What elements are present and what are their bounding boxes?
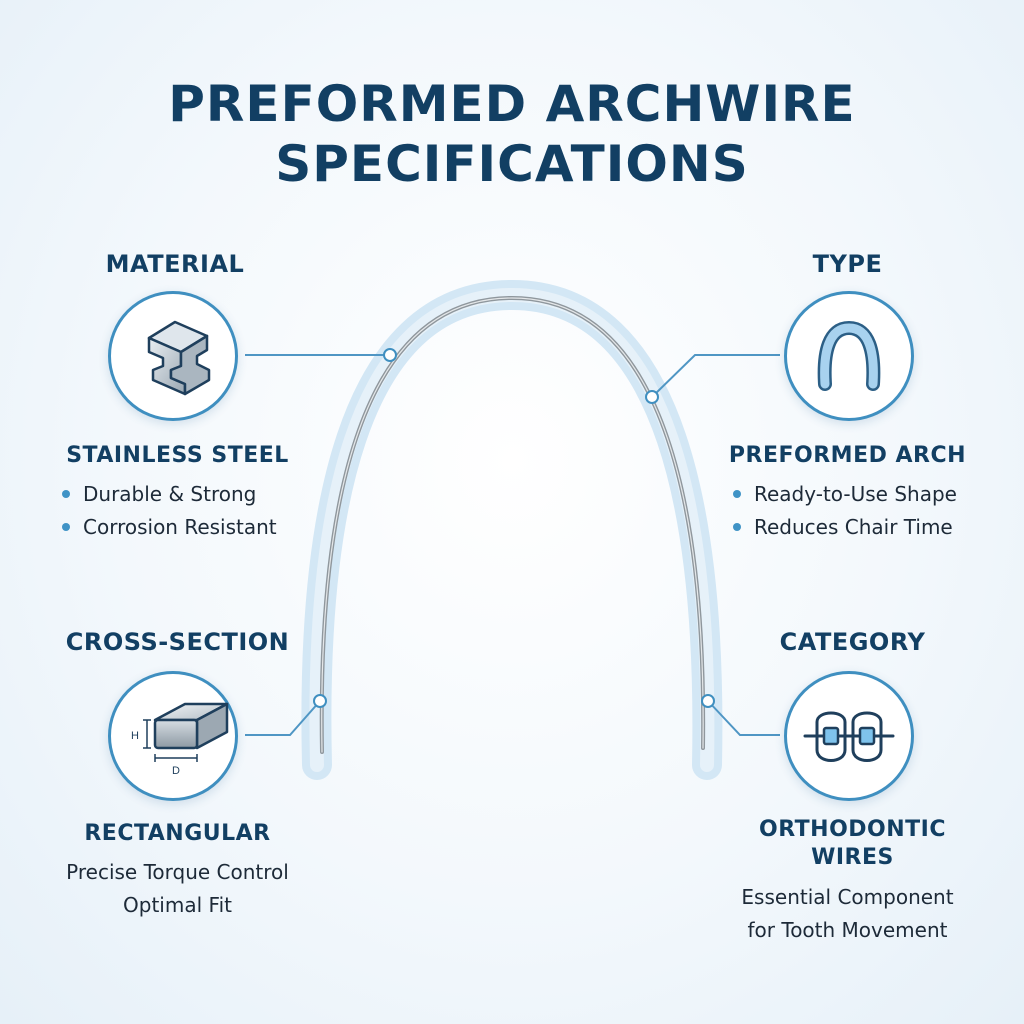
list-item: Durable & Strong xyxy=(62,478,277,511)
connector-category xyxy=(707,700,780,736)
node-category xyxy=(701,694,715,708)
node-material xyxy=(383,348,397,362)
node-cross-section xyxy=(313,694,327,708)
archwire-highlight xyxy=(321,297,704,753)
category-value-line-2: WIRES xyxy=(811,845,894,870)
type-heading: TYPE xyxy=(812,250,883,278)
list-item: for Tooth Movement xyxy=(747,918,948,942)
material-heading: MATERIAL xyxy=(105,250,245,278)
title-line-1: PREFORMED ARCHWIRE xyxy=(168,75,856,133)
arch-shape-icon xyxy=(817,320,881,391)
category-heading: CATEGORY xyxy=(779,628,926,656)
archwire-glow-inner xyxy=(309,287,715,772)
list-item: Optimal Fit xyxy=(123,893,232,917)
archwire-glow xyxy=(301,279,723,780)
material-bullets: Durable & Strong Corrosion Resistant xyxy=(62,478,277,544)
height-label: H xyxy=(131,730,139,742)
list-item: Precise Torque Control xyxy=(66,860,289,884)
page-title: PREFORMED ARCHWIRE SPECIFICATIONS xyxy=(0,74,1024,194)
cross-section-value: RECTANGULAR xyxy=(84,821,271,846)
list-item: Reduces Chair Time xyxy=(733,511,957,544)
type-badge xyxy=(784,291,914,421)
connector-type xyxy=(651,354,780,398)
list-item: Essential Component xyxy=(741,885,954,909)
steel-beam-icon xyxy=(147,320,211,396)
rectangular-bar-icon: H D xyxy=(131,702,229,777)
list-item: Corrosion Resistant xyxy=(62,511,277,544)
cross-section-heading: CROSS-SECTION xyxy=(65,628,290,656)
depth-label: D xyxy=(172,765,180,777)
cross-section-lines: Precise Torque Control Optimal Fit xyxy=(30,856,325,922)
category-value-line-1: ORTHODONTIC xyxy=(759,817,946,842)
node-type xyxy=(645,390,659,404)
list-item: Ready-to-Use Shape xyxy=(733,478,957,511)
braces-teeth-icon xyxy=(803,711,895,762)
category-badge xyxy=(784,671,914,801)
type-value: PREFORMED ARCH xyxy=(728,443,967,468)
category-lines: Essential Component for Tooth Movement xyxy=(705,881,990,947)
cross-section-badge: H D xyxy=(108,671,238,801)
connector-cross-section xyxy=(245,700,321,736)
material-value: STAINLESS STEEL xyxy=(66,443,289,468)
type-bullets: Ready-to-Use Shape Reduces Chair Time xyxy=(733,478,957,544)
material-badge xyxy=(108,291,238,421)
title-line-2: SPECIFICATIONS xyxy=(275,135,749,193)
